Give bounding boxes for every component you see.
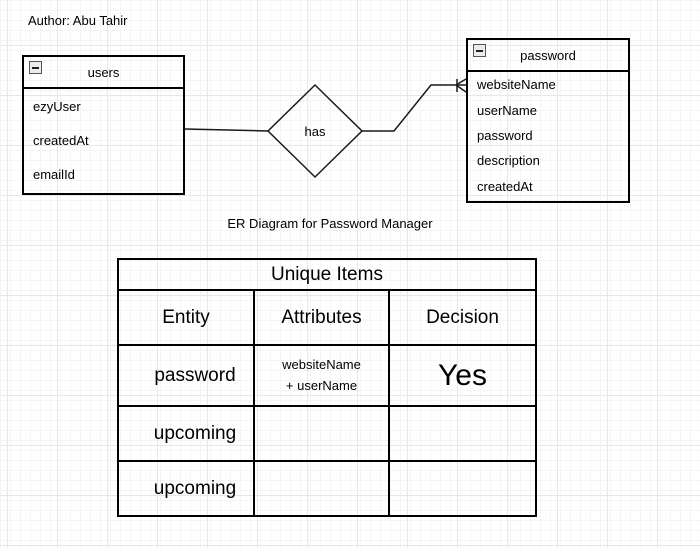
attribute-item[interactable]: createdAt [477, 178, 533, 194]
column-header-entity[interactable]: Entity [117, 289, 255, 346]
crows-foot-many-icon [455, 78, 467, 93]
attribute-item[interactable]: emailId [33, 166, 75, 182]
attribute-item[interactable]: createdAt [33, 132, 89, 148]
unique-items-table[interactable]: Unique Items Entity Attributes Decision … [117, 258, 537, 517]
attribute-item[interactable]: ezyUser [33, 98, 81, 114]
cell-entity[interactable]: upcoming [117, 460, 255, 517]
attribute-item[interactable]: password [477, 127, 533, 143]
relationship-diamond[interactable] [266, 83, 364, 179]
attributes-line: + userName [285, 377, 358, 393]
cell-decision[interactable]: Yes [388, 344, 537, 407]
cell-attributes[interactable]: websiteName + userName [253, 344, 390, 407]
relationship-label: has [304, 124, 326, 139]
column-header-decision[interactable]: Decision [388, 289, 537, 346]
minus-icon[interactable] [473, 44, 486, 57]
entity-password-attributes: websiteName userName password descriptio… [468, 72, 628, 199]
cell-attributes[interactable] [253, 460, 390, 517]
entity-users-header[interactable]: users [24, 57, 183, 89]
entity-users-title: users [87, 64, 120, 80]
table-title[interactable]: Unique Items [117, 258, 537, 291]
edge-has-password[interactable] [362, 84, 466, 132]
cell-attributes[interactable] [253, 405, 390, 462]
attributes-line: websiteName [282, 357, 361, 373]
cell-entity[interactable]: password [117, 344, 255, 407]
cell-entity[interactable]: upcoming [117, 405, 255, 462]
table-row: password websiteName + userName Yes [117, 344, 537, 407]
author-label: Author: Abu Tahir [28, 13, 128, 28]
cell-decision[interactable] [388, 405, 537, 462]
table-row: upcoming [117, 460, 537, 517]
table-row: upcoming [117, 405, 537, 462]
er-diagram-caption: ER Diagram for Password Manager [227, 216, 433, 231]
cell-decision[interactable] [388, 460, 537, 517]
entity-users-attributes: ezyUser createdAt emailId [24, 89, 183, 191]
entity-password-title: password [520, 47, 576, 63]
attribute-item[interactable]: websiteName [477, 77, 556, 93]
attribute-item[interactable]: description [477, 153, 540, 169]
entity-password-header[interactable]: password [468, 40, 628, 72]
entity-users[interactable]: users ezyUser createdAt emailId [22, 55, 185, 195]
column-header-attributes[interactable]: Attributes [253, 289, 390, 346]
attribute-item[interactable]: userName [477, 102, 537, 118]
entity-password[interactable]: password websiteName userName password d… [466, 38, 630, 203]
edge-users-has[interactable] [184, 128, 269, 132]
minus-icon[interactable] [29, 61, 42, 74]
